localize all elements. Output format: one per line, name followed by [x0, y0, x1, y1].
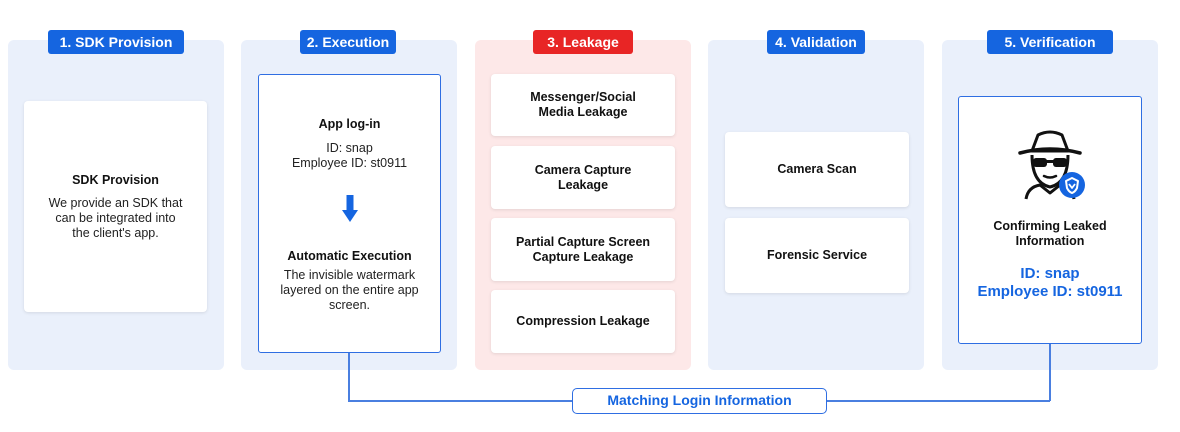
matching-login-information-label: Matching Login Information	[572, 388, 827, 414]
automatic-execution-title: Automatic Execution	[287, 249, 412, 263]
sdk-provision-text: We provide an SDK that can be integrated…	[48, 195, 183, 240]
leakage-card-camera: Camera Capture Leakage	[491, 146, 675, 209]
connector-line-left-vertical	[348, 353, 350, 401]
connector-line-right-horizontal	[826, 400, 1050, 402]
stage-badge-leakage: 3. Leakage	[533, 30, 633, 54]
stage-badge-validation: 4. Validation	[767, 30, 865, 54]
connector-line-left-horizontal	[348, 400, 573, 402]
leakage-camera-label: Camera Capture Leakage	[534, 162, 632, 192]
app-login-title: App log-in	[318, 117, 381, 131]
leakage-compression-label: Compression Leakage	[516, 314, 650, 328]
login-employee-id-line: Employee ID: st0911	[291, 156, 408, 170]
down-arrow-icon	[341, 195, 358, 222]
camera-scan-label: Camera Scan	[777, 162, 857, 176]
confirming-leaked-information-title: Confirming Leaked Information	[993, 219, 1107, 248]
result-employee-id-line: Employee ID: st0911	[977, 283, 1123, 300]
automatic-execution-text: The invisible watermark layered on the e…	[280, 268, 419, 312]
validation-card-camera-scan: Camera Scan	[725, 132, 909, 207]
execution-card: App log-in ID: snap Employee ID: st0911 …	[258, 74, 441, 353]
forensic-service-label: Forensic Service	[766, 248, 868, 262]
leakage-card-messenger: Messenger/Social Media Leakage	[491, 74, 675, 136]
connector-line-right-vertical	[1049, 344, 1051, 401]
validation-card-forensic: Forensic Service	[725, 218, 909, 293]
stage-badge-sdk-provision: 1. SDK Provision	[48, 30, 184, 54]
result-id-line: ID: snap	[1020, 265, 1080, 282]
leakage-partial-label: Partial Capture Screen Capture Leakage	[515, 234, 651, 264]
stage-badge-execution: 2. Execution	[300, 30, 396, 54]
leakage-card-compression: Compression Leakage	[491, 290, 675, 353]
spy-with-shield-icon	[1018, 130, 1085, 200]
leakage-card-partial: Partial Capture Screen Capture Leakage	[491, 218, 675, 281]
sdk-provision-card: SDK Provision We provide an SDK that can…	[24, 101, 207, 312]
verification-card: Confirming Leaked Information ID: snap E…	[958, 96, 1142, 344]
stage-badge-verification: 5. Verification	[987, 30, 1113, 54]
leakage-messenger-label: Messenger/Social Media Leakage	[530, 90, 636, 119]
sdk-provision-title: SDK Provision	[72, 172, 159, 187]
login-id-line: ID: snap	[326, 141, 373, 155]
